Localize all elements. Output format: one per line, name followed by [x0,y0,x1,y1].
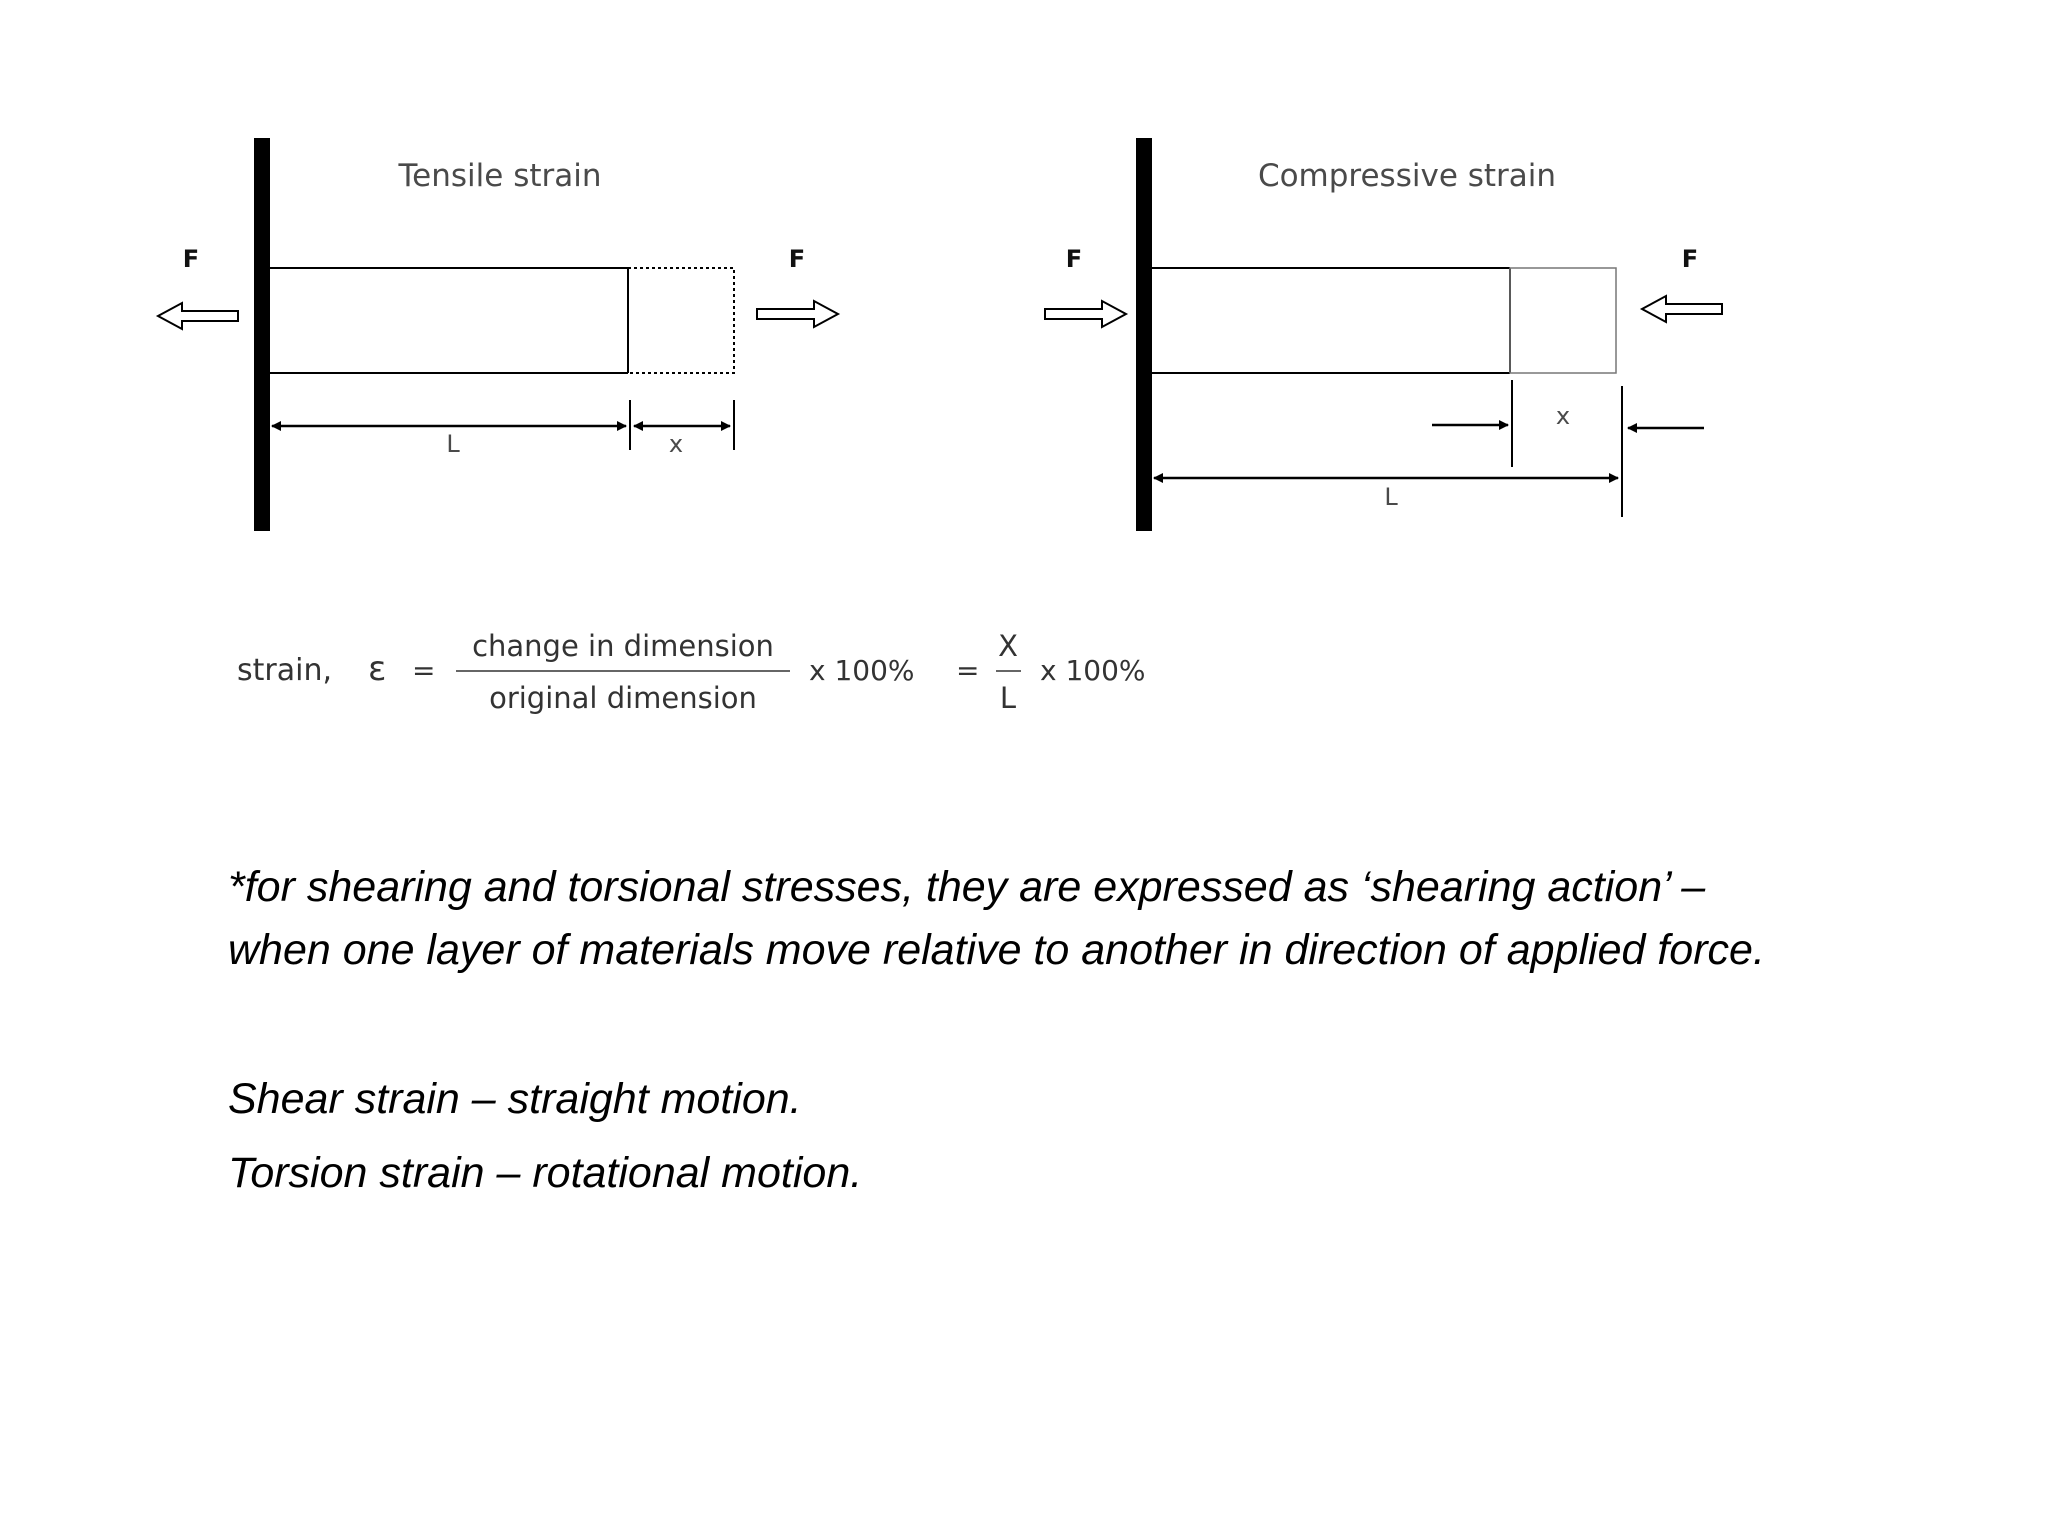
strain-formula: strain, ε = change in dimension original… [237,629,1146,715]
tensile-force-right-label: F [789,245,805,273]
tensile-length-label: L [446,430,460,458]
formula-times-2: x 100% [1040,654,1146,687]
compressive-force-right-label: F [1682,245,1698,273]
tensile-strain-diagram: Tensile strain F F L x [155,138,841,531]
compressive-title: Compressive strain [1258,158,1556,194]
formula-times-1: x 100% [809,654,915,687]
formula-frac2-numerator: X [998,629,1018,663]
compressive-force-left-arrow [1044,299,1129,329]
tensile-extension-label: x [669,430,683,458]
compressive-strain-diagram: Compressive strain F F x L [1044,138,1723,531]
formula-equals-1: = [412,654,435,687]
tensile-force-left-arrow [155,301,239,331]
compressive-original-portion [1509,267,1617,374]
compressive-force-right-arrow [1639,294,1723,324]
tensile-wall [254,138,270,531]
shearing-note-paragraph: *for shearing and torsional stresses, th… [228,863,1765,974]
compressive-extension-label: x [1556,402,1570,430]
formula-epsilon: ε [368,649,386,689]
compressive-force-left-label: F [1066,245,1082,273]
compressive-length-label: L [1384,483,1398,511]
torsion-strain-note: Torsion strain – rotational motion. [228,1149,863,1197]
formula-denominator: original dimension [489,681,757,715]
formula-equals-2: = [956,654,979,687]
notes-section: *for shearing and torsional stresses, th… [228,856,1788,1205]
tensile-extension-dotted [627,267,735,374]
formula-numerator: change in dimension [472,629,774,663]
tensile-title: Tensile strain [398,158,602,194]
tensile-force-left-label: F [183,245,199,273]
formula-frac2-denominator: L [1000,681,1016,715]
shear-strain-note: Shear strain – straight motion. [228,1075,802,1123]
compressive-wall [1136,138,1152,531]
tensile-force-right-arrow [756,299,841,329]
formula-lhs: strain, [237,653,332,688]
